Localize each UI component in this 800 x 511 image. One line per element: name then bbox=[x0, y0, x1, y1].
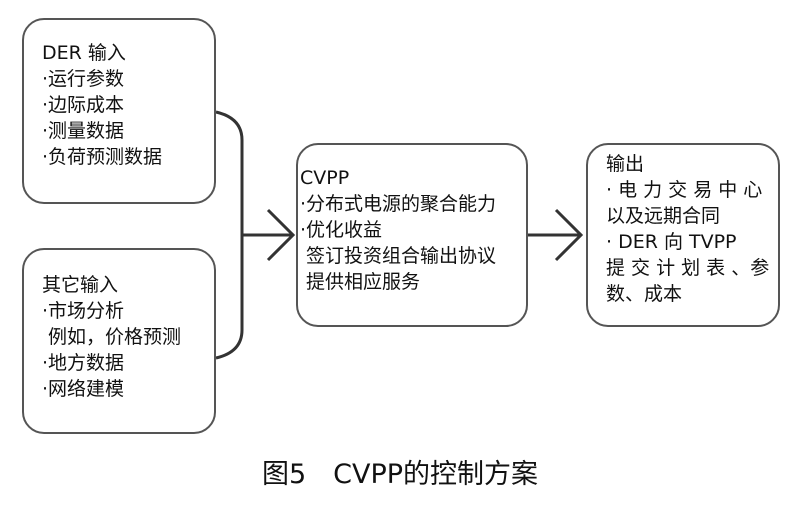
list-item: ·市场分析 bbox=[42, 300, 125, 322]
list-item: 签订投资组合输出协议 bbox=[300, 245, 497, 267]
list-item: 数、成本 bbox=[606, 283, 683, 305]
cvpp-box: CVPP ·分布式电源的聚合能力 ·优化收益 签订投资组合输出协议 提供相应服务 bbox=[296, 143, 528, 327]
list-item: ·测量数据 bbox=[42, 120, 125, 142]
list-item: 提 交 计 划 表 、参 bbox=[606, 257, 770, 279]
list-item: · DER 向 TVPP bbox=[606, 231, 737, 253]
figure-caption: 图5 CVPP的控制方案 bbox=[261, 459, 539, 490]
other-input-box: 其它输入 ·市场分析 例如，价格预测 ·地方数据 ·网络建模 bbox=[22, 248, 216, 434]
list-item: ·运行参数 bbox=[42, 68, 125, 90]
output-box: 输出 · 电 力 交 易 中 心 以及远期合同 · DER 向 TVPP 提 交… bbox=[586, 143, 780, 327]
input-bracket bbox=[215, 110, 244, 360]
list-item: ·地方数据 bbox=[42, 352, 125, 374]
der-input-title: DER 输入 bbox=[42, 42, 126, 64]
list-item: 例如，价格预测 bbox=[42, 326, 182, 348]
output-title: 输出 bbox=[606, 153, 645, 175]
list-item: · 电 力 交 易 中 心 bbox=[606, 179, 763, 201]
arrow-to-output-head bbox=[554, 208, 584, 262]
list-item: 提供相应服务 bbox=[300, 271, 421, 293]
cvpp-title: CVPP bbox=[300, 167, 350, 189]
list-item: ·负荷预测数据 bbox=[42, 146, 163, 168]
arrow-to-cvpp-head bbox=[266, 208, 296, 262]
list-item: 以及远期合同 bbox=[606, 205, 721, 227]
list-item: ·网络建模 bbox=[42, 378, 125, 400]
list-item: ·分布式电源的聚合能力 bbox=[300, 193, 497, 215]
other-input-title: 其它输入 bbox=[42, 274, 119, 296]
list-item: ·边际成本 bbox=[42, 94, 125, 116]
list-item: ·优化收益 bbox=[300, 219, 383, 241]
der-input-box: DER 输入 ·运行参数 ·边际成本 ·测量数据 ·负荷预测数据 bbox=[22, 18, 216, 204]
